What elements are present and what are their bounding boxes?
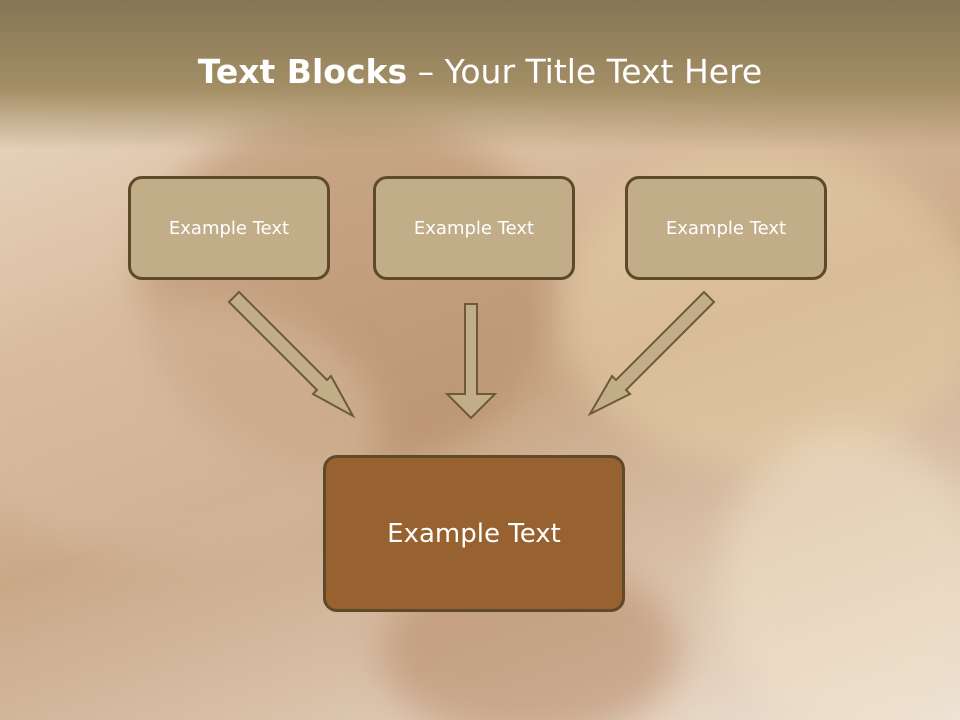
arrow-right bbox=[587, 290, 716, 417]
text-block-right: Example Text bbox=[625, 176, 827, 280]
title-bold: Text Blocks bbox=[197, 52, 408, 91]
background-photo-shape bbox=[720, 430, 960, 720]
title-rest: Your Title Text Here bbox=[444, 52, 763, 91]
text-block-bottom: Example Text bbox=[323, 455, 625, 612]
text-block-center: Example Text bbox=[373, 176, 575, 280]
background-photo-shape bbox=[0, 300, 380, 560]
text-block-left: Example Text bbox=[128, 176, 330, 280]
title-separator: – bbox=[407, 52, 445, 91]
slide-title: Text Blocks – Your Title Text Here bbox=[0, 52, 960, 91]
arrow-left bbox=[227, 290, 356, 419]
header-band bbox=[0, 0, 960, 150]
arrow-center bbox=[444, 303, 498, 420]
